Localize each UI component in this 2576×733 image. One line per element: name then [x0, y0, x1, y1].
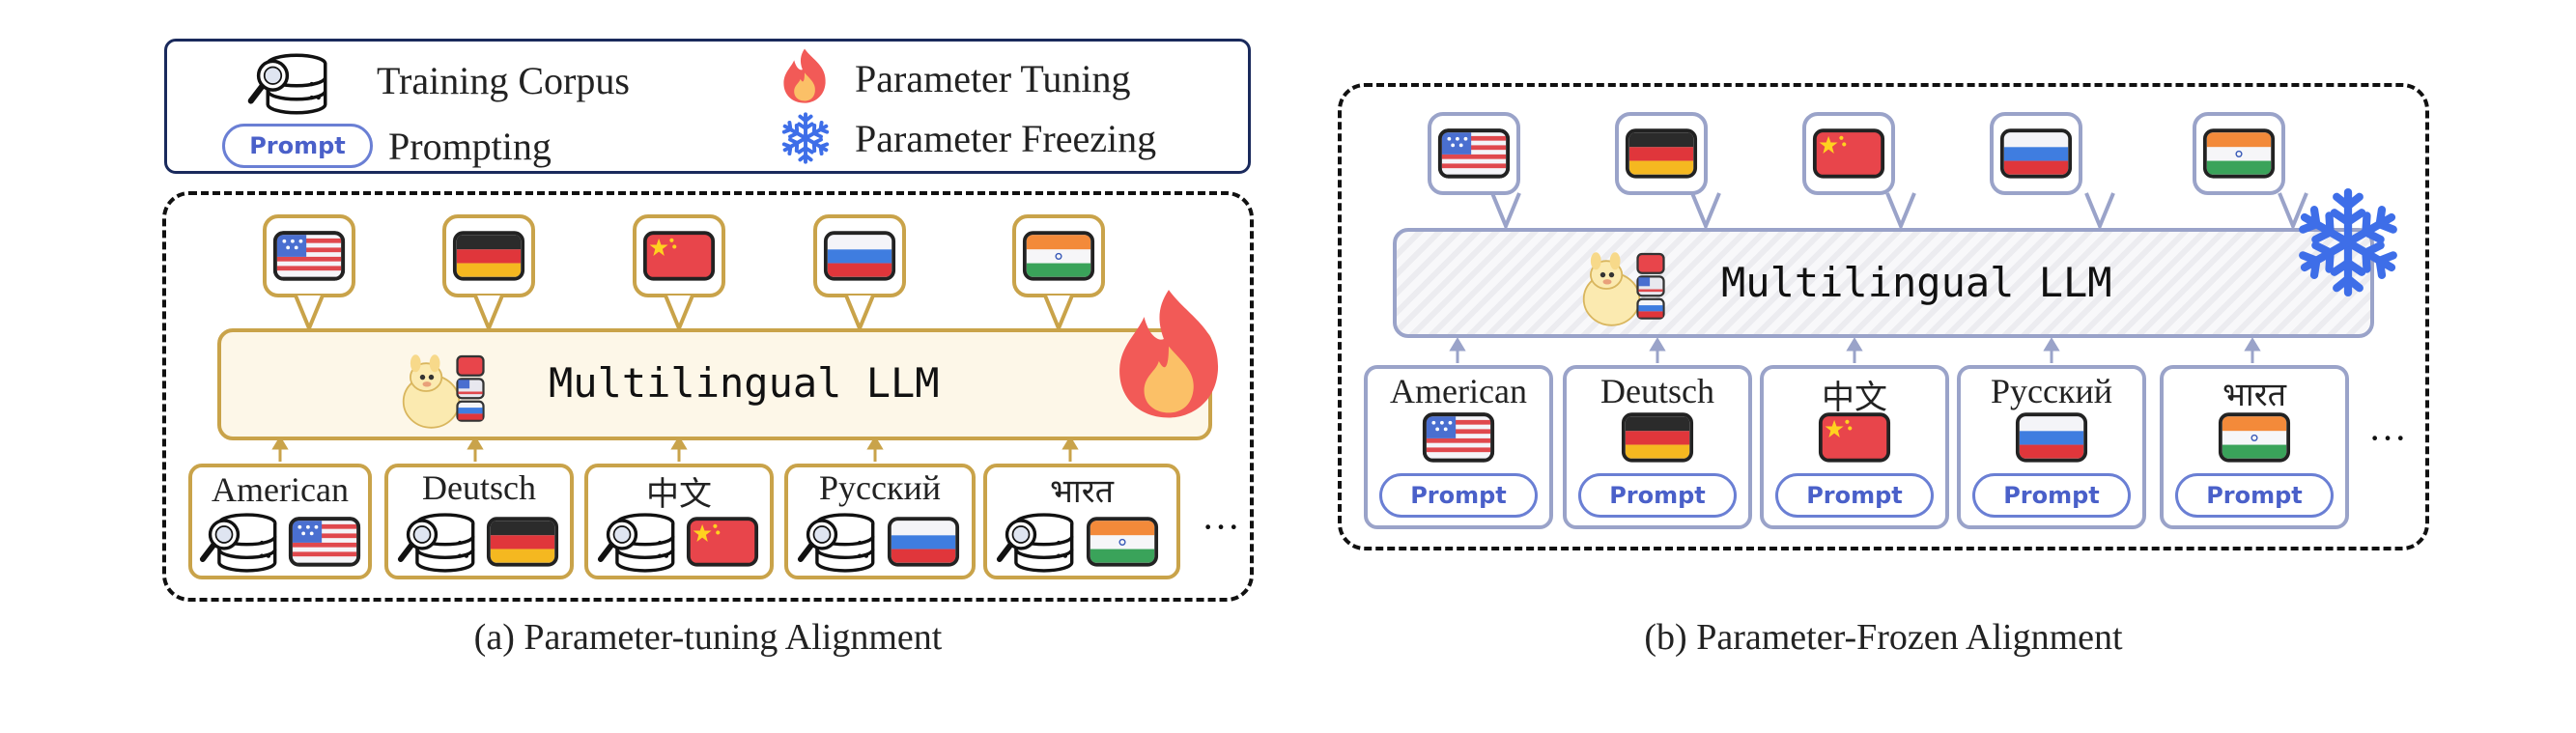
india-flag-icon [1022, 226, 1095, 284]
prompt-badge: Prompt [1379, 473, 1538, 518]
panel-a-container [162, 191, 1254, 602]
prompt-badge: Prompt [2175, 473, 2334, 518]
prompt-badge: Prompt [1578, 473, 1737, 518]
output-bubble-cn [633, 214, 725, 297]
lang-label-hindi: भारत [1050, 472, 1114, 511]
us-flag-icon [1422, 408, 1495, 465]
panel-b-container [1338, 83, 2429, 550]
output-bubble-in [1012, 214, 1105, 297]
us-flag-icon [272, 226, 346, 284]
training-corpus-icon [995, 510, 1080, 576]
lang-label-russian: Русский [819, 468, 941, 507]
output-bubble-de [442, 214, 535, 297]
us-flag-icon [288, 512, 361, 570]
panel-a-llm-bar [217, 328, 1212, 440]
russia-flag-icon [823, 226, 896, 284]
china-flag-icon [686, 512, 759, 570]
llama-mascot-icon [396, 348, 493, 435]
legend-prompt-badge: Prompt [222, 124, 373, 168]
panel-a-llm-label: Multilingual LLM [549, 359, 940, 407]
fire-icon [1106, 285, 1231, 420]
india-flag-icon [2202, 124, 2276, 182]
germany-flag-icon [1621, 408, 1694, 465]
lang-label-deutsch: Deutsch [1600, 372, 1714, 410]
legend-prompting: Prompting [388, 125, 552, 168]
legend-parameter-tuning: Parameter Tuning [855, 57, 1131, 100]
output-bubble-us [263, 214, 355, 297]
russia-flag-icon [887, 512, 960, 570]
prompt-badge: Prompt [1775, 473, 1934, 518]
lang-label-american: American [1390, 372, 1527, 410]
training-corpus-icon [198, 510, 283, 576]
china-flag-icon [1818, 408, 1891, 465]
legend-parameter-freezing: Parameter Freezing [855, 117, 1157, 160]
lang-label-chinese: 中文 [1822, 379, 1887, 417]
india-flag-icon [1086, 512, 1159, 570]
fire-icon [778, 46, 831, 104]
training-corpus-icon [796, 510, 881, 576]
panel-b-llm-label: Multilingual LLM [1721, 259, 2112, 306]
training-corpus-icon [596, 510, 681, 576]
output-bubble-in [2193, 112, 2285, 195]
india-flag-icon [2218, 408, 2291, 465]
russia-flag-icon [1999, 124, 2073, 182]
panel-a-caption: (a) Parameter-tuning Alignment [473, 617, 943, 658]
germany-flag-icon [452, 226, 525, 284]
lang-label-hindi: भारत [2222, 376, 2286, 414]
legend-training-corpus: Training Corpus [377, 59, 630, 102]
lang-label-russian: Русский [1991, 372, 2112, 410]
china-flag-icon [1812, 124, 1885, 182]
output-bubble-ru [813, 214, 906, 297]
llama-mascot-icon [1576, 245, 1673, 332]
output-bubble-ru [1990, 112, 2082, 195]
panel-b-caption: (b) Parameter-Frozen Alignment [1644, 617, 2123, 658]
output-bubble-de [1615, 112, 1708, 195]
russia-flag-icon [2015, 408, 2088, 465]
output-bubble-us [1428, 112, 1520, 195]
us-flag-icon [1437, 124, 1511, 182]
training-corpus-icon [396, 510, 481, 576]
lang-label-chinese: 中文 [646, 475, 712, 514]
panel-b-ellipsis: ··· [2368, 416, 2407, 460]
prompt-badge: Prompt [1972, 473, 2131, 518]
lang-label-deutsch: Deutsch [422, 468, 536, 507]
snowflake-icon [778, 111, 833, 165]
china-flag-icon [642, 226, 716, 284]
training-corpus-icon [246, 50, 333, 118]
snowflake-icon [2291, 185, 2405, 299]
legend-panel [164, 39, 1251, 174]
germany-flag-icon [486, 512, 559, 570]
panel-b-llm-bar [1393, 228, 2374, 338]
panel-a-ellipsis: ··· [1202, 505, 1240, 549]
output-bubble-cn [1802, 112, 1895, 195]
lang-label-american: American [212, 470, 349, 509]
germany-flag-icon [1625, 124, 1698, 182]
